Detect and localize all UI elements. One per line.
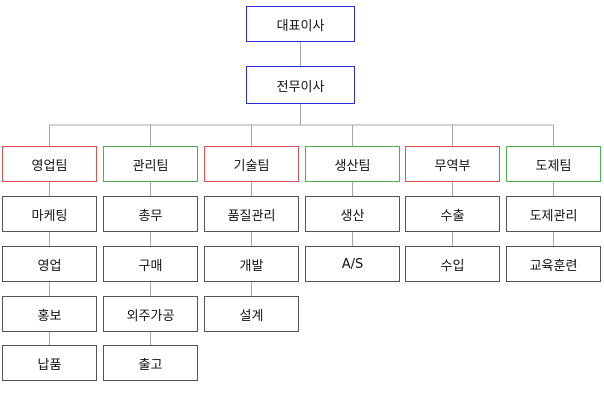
department-box-0: 영업팀 xyxy=(2,146,97,182)
unit-box-1-2: 외주가공 xyxy=(103,296,198,332)
unit-box-3-0-label: 생산 xyxy=(340,208,365,224)
unit-box-4-0-label: 수출 xyxy=(440,208,465,224)
unit-box-3-0: 생산 xyxy=(305,196,400,232)
unit-box-1-1-label: 구매 xyxy=(138,258,163,274)
unit-box-2-1-label: 개발 xyxy=(239,258,264,274)
unit-box-1-3-label: 출고 xyxy=(138,357,163,373)
unit-box-1-1: 구매 xyxy=(103,246,198,282)
unit-box-1-2-label: 외주가공 xyxy=(126,308,175,324)
unit-box-1-0: 총무 xyxy=(103,196,198,232)
unit-box-5-0-label: 도제관리 xyxy=(529,208,578,224)
unit-box-2-2: 설계 xyxy=(204,296,299,332)
unit-box-0-3-label: 납품 xyxy=(37,357,62,373)
department-box-5: 도제팀 xyxy=(506,146,601,182)
department-box-1: 관리팀 xyxy=(103,146,198,182)
unit-box-0-3: 납품 xyxy=(2,345,97,381)
unit-box-4-1: 수입 xyxy=(405,246,500,282)
ceo-box-label: 대표이사 xyxy=(276,18,325,34)
department-box-0-label: 영업팀 xyxy=(31,158,68,174)
department-box-1-label: 관리팀 xyxy=(132,158,169,174)
unit-box-4-1-label: 수입 xyxy=(440,258,465,274)
unit-box-1-3: 출고 xyxy=(103,345,198,381)
unit-box-3-1: A/S xyxy=(305,246,400,282)
department-box-2: 기술팀 xyxy=(204,146,299,182)
unit-box-2-0-label: 품질관리 xyxy=(227,208,276,224)
unit-box-5-1: 교육훈련 xyxy=(506,246,601,282)
unit-box-1-0-label: 총무 xyxy=(138,208,163,224)
unit-box-0-1-label: 영업 xyxy=(37,258,62,274)
department-box-3-label: 생산팀 xyxy=(334,158,371,174)
ceo-box: 대표이사 xyxy=(246,6,355,42)
department-box-2-label: 기술팀 xyxy=(233,158,270,174)
unit-box-2-1: 개발 xyxy=(204,246,299,282)
unit-box-0-1: 영업 xyxy=(2,246,97,282)
department-box-3: 생산팀 xyxy=(305,146,400,182)
unit-box-3-1-label: A/S xyxy=(341,256,364,272)
unit-box-5-0: 도제관리 xyxy=(506,196,601,232)
department-box-5-label: 도제팀 xyxy=(535,158,572,174)
executive-vp-box-label: 전무이사 xyxy=(276,79,325,95)
unit-box-4-0: 수출 xyxy=(405,196,500,232)
unit-box-5-1-label: 교육훈련 xyxy=(529,258,578,274)
department-box-4-label: 무역부 xyxy=(434,158,471,174)
unit-box-2-2-label: 설계 xyxy=(239,308,264,324)
unit-box-0-0: 마케팅 xyxy=(2,196,97,232)
unit-box-2-0: 품질관리 xyxy=(204,196,299,232)
unit-box-0-2: 홍보 xyxy=(2,296,97,332)
department-box-4: 무역부 xyxy=(405,146,500,182)
unit-box-0-0-label: 마케팅 xyxy=(31,208,68,224)
executive-vp-box: 전무이사 xyxy=(246,66,355,104)
unit-box-0-2-label: 홍보 xyxy=(37,308,62,324)
